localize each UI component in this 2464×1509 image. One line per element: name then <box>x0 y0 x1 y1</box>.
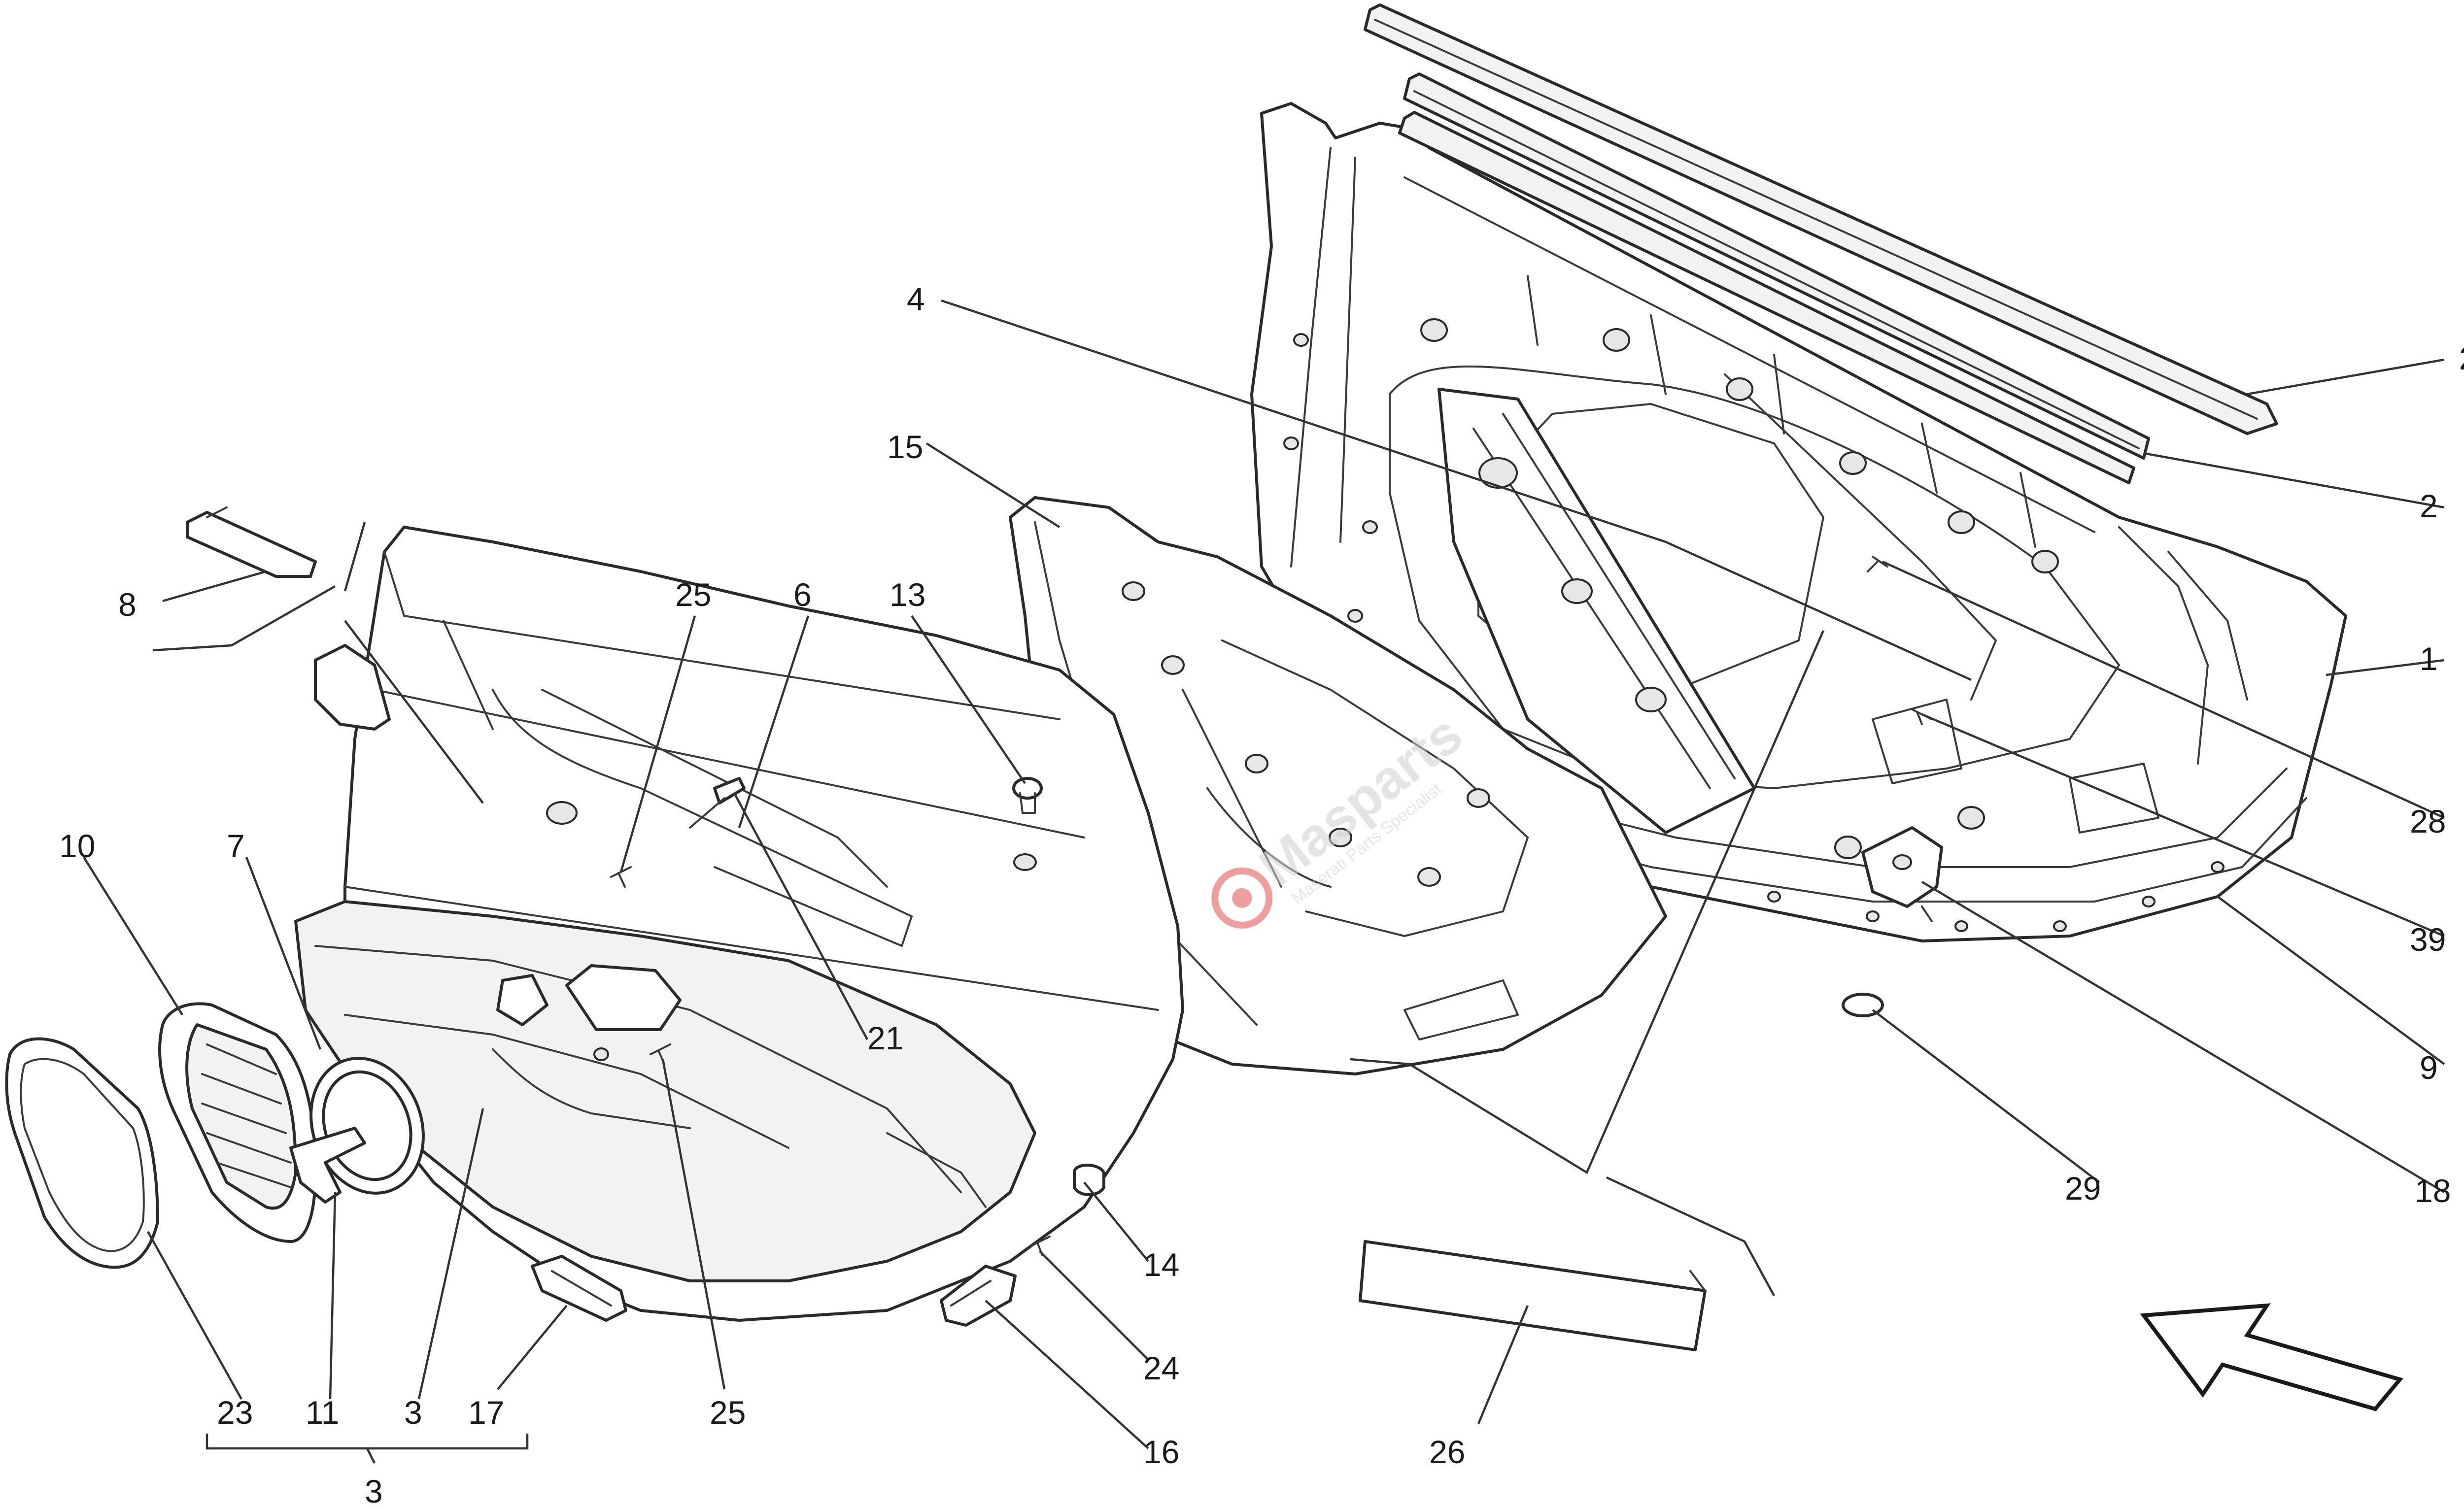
callout-16: 16 <box>1143 1434 1179 1470</box>
callout-23: 23 <box>217 1394 253 1431</box>
callout-8: 8 <box>118 586 137 623</box>
callout-26: 26 <box>1429 1434 1465 1470</box>
watermark-logo-icon <box>1211 867 1273 929</box>
callout-29: 29 <box>2065 1170 2101 1207</box>
leader-lines <box>83 299 2445 1464</box>
speaker-cover-part-23 <box>5 1037 159 1269</box>
callout-25-upper: 25 <box>675 576 711 613</box>
callout-1: 1 <box>2420 640 2438 677</box>
clip-part-13 <box>1012 777 1043 814</box>
callout-13: 13 <box>890 576 925 613</box>
callout-11: 11 <box>306 1394 340 1431</box>
callout-25-lower: 25 <box>710 1394 746 1431</box>
callout-4: 4 <box>907 281 925 317</box>
callout-17: 17 <box>468 1394 504 1431</box>
armrest-trim <box>294 900 1036 1282</box>
callout-6: 6 <box>793 576 812 613</box>
hinge-part-18 <box>1861 826 1943 922</box>
bracket-part-8 <box>186 506 317 578</box>
callout-14: 14 <box>1143 1246 1179 1283</box>
callout-20: 20 <box>2459 340 2464 376</box>
bolt-part-28 <box>1867 556 1888 572</box>
callout-28: 28 <box>2410 803 2446 839</box>
reflector-part-16 <box>940 1265 1017 1327</box>
callout-9: 9 <box>2420 1049 2438 1086</box>
bezel-upper <box>314 644 391 731</box>
callout-3-group: 3 <box>365 1473 383 1509</box>
speaker-bracket-part-11 <box>289 1127 366 1204</box>
direction-arrow-icon <box>2140 1303 2403 1411</box>
callout-labels: 20 2 1 28 39 9 18 29 4 15 25 6 13 8 10 7… <box>59 281 2464 1509</box>
callout-21: 21 <box>867 1020 903 1056</box>
callout-10: 10 <box>59 828 95 864</box>
callout-24: 24 <box>1143 1350 1179 1386</box>
callout-15: 15 <box>887 429 923 465</box>
window-channel-part-2 <box>1398 72 2150 484</box>
callout-2: 2 <box>2420 488 2438 524</box>
light-part-17 <box>531 1255 627 1322</box>
clip-part-14 <box>1073 1164 1105 1196</box>
label-sheet-part-26 <box>1359 1240 1707 1351</box>
window-regulator <box>1437 388 1756 834</box>
callout-18: 18 <box>2415 1173 2451 1209</box>
bolt-part-21 <box>689 777 746 829</box>
callout-39: 39 <box>2410 921 2446 958</box>
callout-3-component: 3 <box>404 1394 422 1431</box>
window-seal-part-20 <box>1364 3 2278 435</box>
speaker-grille-part-10 <box>158 1002 317 1243</box>
callout-7: 7 <box>227 828 245 864</box>
